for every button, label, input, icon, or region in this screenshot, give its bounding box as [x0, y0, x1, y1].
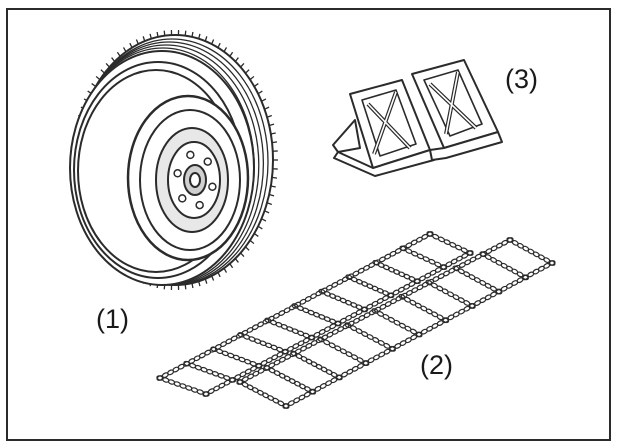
- tire-chains-illustration: [156, 231, 556, 409]
- spare-tire-illustration: [69, 30, 278, 290]
- label-tire-chains: (2): [420, 350, 453, 380]
- wheel-chocks-illustration: [332, 59, 503, 177]
- label-wheel-chocks: (3): [505, 64, 538, 94]
- label-spare-tire: (1): [96, 304, 129, 334]
